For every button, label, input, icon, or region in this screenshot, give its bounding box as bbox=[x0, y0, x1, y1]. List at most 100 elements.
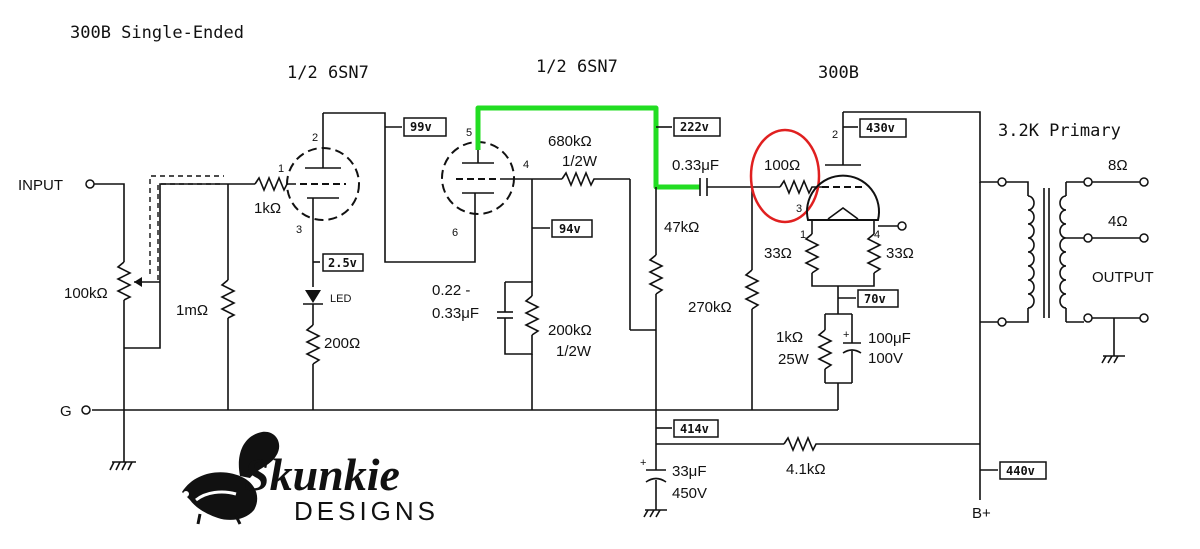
volume-pot bbox=[116, 261, 160, 410]
cathode2-capacitor bbox=[497, 311, 513, 319]
schematic-title: 300B Single-Ended bbox=[70, 23, 244, 43]
input-terminal[interactable] bbox=[85, 179, 95, 189]
pin-v1b-5: 5 bbox=[466, 127, 472, 139]
filter-cap-label-b: 450V bbox=[672, 485, 707, 502]
bplus-label: B+ bbox=[972, 505, 991, 522]
filament-resistor-2 bbox=[866, 233, 882, 274]
svg-text:440v: 440v bbox=[1006, 464, 1035, 478]
coupling-capacitor bbox=[699, 178, 708, 196]
output-terminal-4[interactable] bbox=[1139, 233, 1149, 243]
cathode2-cap-label-b: 0.33μF bbox=[432, 305, 479, 322]
cathode3-cap-label-a: 100μF bbox=[868, 330, 911, 347]
voltage-tag-94: 94v bbox=[551, 219, 593, 238]
dropping-resistor-label: 47kΩ bbox=[664, 219, 699, 236]
grid-stopper-100 bbox=[779, 178, 824, 196]
filter-ground-icon bbox=[643, 509, 667, 518]
pin-v1b-6: 6 bbox=[452, 227, 458, 239]
skunk-logo-icon bbox=[182, 431, 280, 525]
voltage-tag-430: 430v bbox=[859, 118, 907, 138]
supply-resistor-4k1 bbox=[783, 435, 980, 453]
shielded-cable bbox=[149, 175, 224, 274]
led-label: LED bbox=[330, 293, 351, 305]
filament-resistor-1-label: 33Ω bbox=[764, 245, 792, 262]
transformer-label: 3.2K Primary bbox=[998, 121, 1121, 141]
filter-cap-label-a: 33μF bbox=[672, 463, 707, 480]
plate-load-resistor bbox=[561, 170, 630, 188]
supply-resistor-label: 4.1kΩ bbox=[786, 461, 826, 478]
voltage-tag-222: 222v bbox=[673, 117, 721, 137]
voltage-tag-99: 99v bbox=[403, 117, 447, 137]
output-label: OUTPUT bbox=[1092, 269, 1154, 286]
tap-4-label: 4Ω bbox=[1108, 213, 1128, 230]
pin-v1b-4: 4 bbox=[523, 159, 529, 171]
chassis-ground-icon bbox=[109, 461, 136, 471]
cathode3-capacitor: + bbox=[842, 329, 862, 354]
filament-resistor-2-label: 33Ω bbox=[886, 245, 914, 262]
voltage-tag-2-5: 2.5v bbox=[322, 253, 364, 272]
output-transformer bbox=[997, 177, 1093, 327]
tube-label-v1a: 1/2 6SN7 bbox=[287, 63, 369, 83]
plate-load-label-a: 680kΩ bbox=[548, 133, 592, 150]
svg-text:414v: 414v bbox=[680, 422, 709, 436]
ground-terminal-label: G bbox=[60, 403, 72, 420]
svg-text:430v: 430v bbox=[866, 121, 895, 135]
svg-text:94v: 94v bbox=[559, 222, 581, 236]
tube-v1b bbox=[441, 141, 530, 215]
dropping-resistor-47k bbox=[648, 254, 664, 295]
svg-text:99v: 99v bbox=[410, 120, 432, 134]
grid-leak-resistor bbox=[220, 279, 236, 319]
cathode1-resistor-label: 200Ω bbox=[324, 335, 360, 352]
cathode3-resistor bbox=[817, 329, 833, 370]
tube-label-v1b: 1/2 6SN7 bbox=[536, 57, 618, 77]
pin-v1a-3: 3 bbox=[296, 224, 302, 236]
svg-text:70v: 70v bbox=[864, 292, 886, 306]
output-terminal-8[interactable] bbox=[1139, 177, 1149, 187]
pin-300b-1: 1 bbox=[800, 229, 806, 241]
grid-stopper-100-label: 100Ω bbox=[764, 157, 800, 174]
cathode2-cap-label-a: 0.22 - bbox=[432, 282, 470, 299]
cathode2-resistor bbox=[524, 295, 540, 336]
cathode2-res-label-a: 200kΩ bbox=[548, 322, 592, 339]
grid-resistor-270k bbox=[744, 269, 760, 310]
highlight-circle bbox=[749, 128, 821, 224]
brand-sub: DESIGNS bbox=[294, 496, 439, 526]
cathode2-res-label-b: 1/2W bbox=[556, 343, 592, 360]
tube-v1a bbox=[286, 113, 360, 252]
cathode3-res-label-b: 25W bbox=[778, 351, 810, 368]
voltage-tag-70: 70v bbox=[857, 289, 899, 308]
grid-stopper-label: 1kΩ bbox=[254, 200, 281, 217]
pot-label: 100kΩ bbox=[64, 285, 108, 302]
highlighted-trace bbox=[475, 105, 700, 190]
tube-label-300b: 300B bbox=[818, 63, 859, 83]
svg-text:2.5v: 2.5v bbox=[328, 256, 357, 270]
filament-resistor-1 bbox=[804, 233, 820, 274]
cathode3-res-label-a: 1kΩ bbox=[776, 329, 803, 346]
pin-v1a-2: 2 bbox=[312, 132, 318, 144]
brand-name: Skunkie bbox=[244, 449, 400, 500]
grid-leak-label: 1mΩ bbox=[176, 302, 208, 319]
plate-load-label-b: 1/2W bbox=[562, 153, 598, 170]
tube-300b bbox=[806, 112, 880, 221]
led-diode bbox=[303, 290, 323, 305]
pin-300b-3: 3 bbox=[796, 203, 802, 215]
ground-terminal[interactable] bbox=[81, 405, 91, 415]
input-terminal-label: INPUT bbox=[18, 177, 63, 194]
tap-8-label: 8Ω bbox=[1108, 157, 1128, 174]
coupling-cap-label: 0.33μF bbox=[672, 157, 719, 174]
pin-300b-4: 4 bbox=[874, 229, 880, 241]
grid-stopper-resistor bbox=[254, 175, 296, 193]
filter-capacitor: + bbox=[640, 457, 667, 483]
grid-resistor-270k-label: 270kΩ bbox=[688, 299, 732, 316]
voltage-tag-440: 440v bbox=[999, 461, 1047, 480]
output-ground-icon bbox=[1101, 355, 1125, 364]
cathode3-cap-label-b: 100V bbox=[868, 350, 903, 367]
cathode1-resistor bbox=[305, 324, 321, 365]
output-terminal-common[interactable] bbox=[1139, 313, 1149, 323]
svg-text:+: + bbox=[640, 457, 646, 469]
pin-v1a-1: 1 bbox=[278, 163, 284, 175]
svg-text:222v: 222v bbox=[680, 120, 709, 134]
voltage-tag-414: 414v bbox=[673, 419, 719, 438]
pin-300b-2: 2 bbox=[832, 129, 838, 141]
svg-text:+: + bbox=[843, 329, 849, 341]
